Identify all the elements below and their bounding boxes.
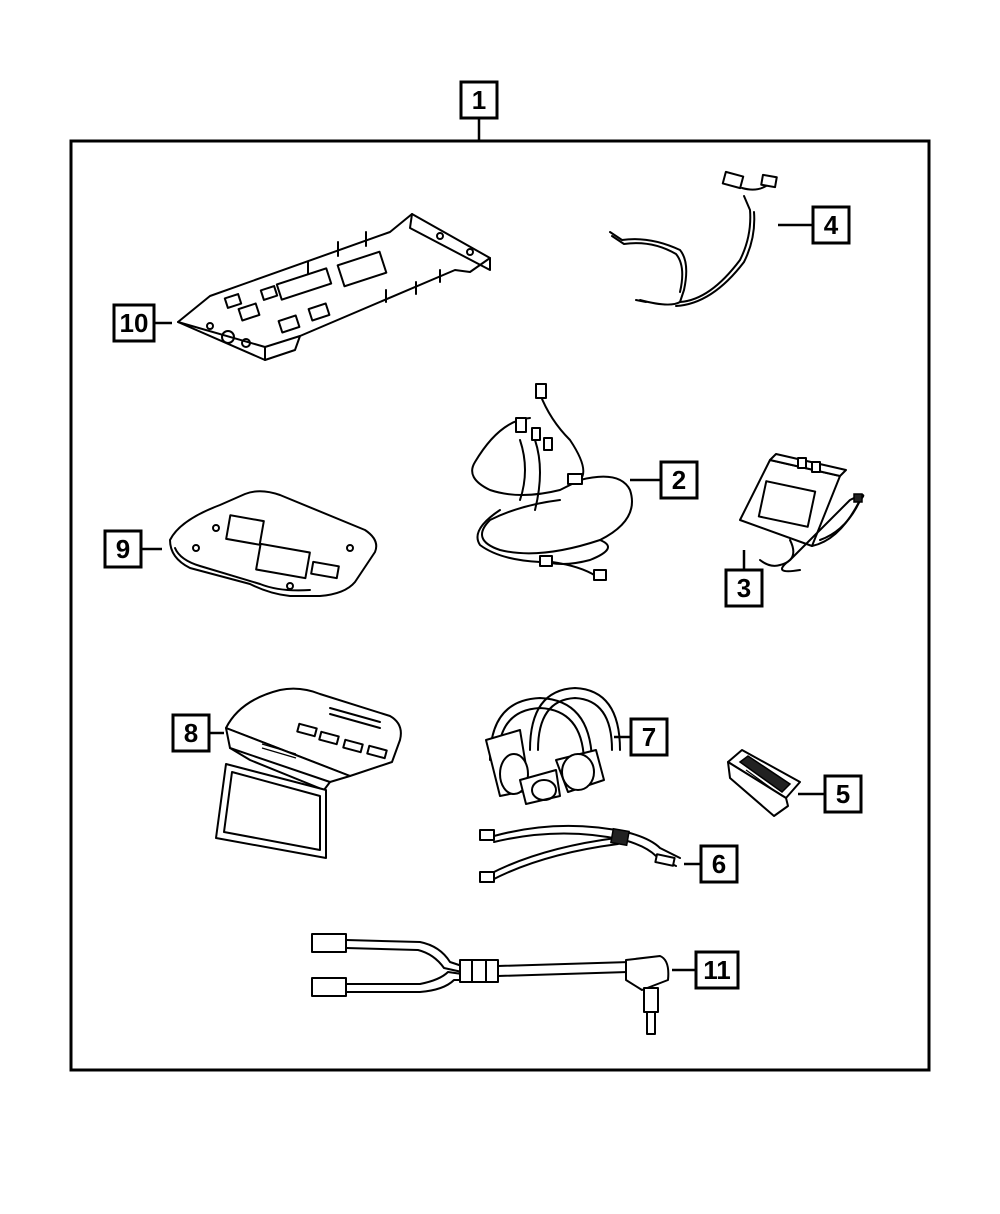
callout-2-label: 2 <box>672 465 686 495</box>
part-overhead-dvd-unit <box>215 687 402 859</box>
callout-1[interactable]: 1 <box>459 80 499 141</box>
callout-10-label: 10 <box>120 308 149 338</box>
callout-5-label: 5 <box>836 779 850 809</box>
callout-11[interactable]: 11 <box>672 950 740 990</box>
callout-10[interactable]: 10 <box>112 303 172 343</box>
part-headphones <box>485 687 621 805</box>
part-audio-splitter <box>311 933 670 1035</box>
callout-9[interactable]: 9 <box>103 529 162 569</box>
callout-5[interactable]: 5 <box>798 774 863 814</box>
callout-1-label: 1 <box>472 85 486 115</box>
assembly-frame <box>69 139 931 1072</box>
callout-3[interactable]: 3 <box>724 550 764 608</box>
part-rca-y-cable <box>479 824 681 883</box>
part-control-module <box>739 453 865 573</box>
callout-9-label: 9 <box>116 534 130 564</box>
callout-11-label: 11 <box>703 955 731 985</box>
part-trim-bezel <box>169 490 378 597</box>
part-video-harness <box>471 383 633 581</box>
callout-8[interactable]: 8 <box>171 713 224 753</box>
callout-7[interactable]: 7 <box>614 717 669 757</box>
callout-8-label: 8 <box>184 718 198 748</box>
callout-4-label: 4 <box>824 210 839 240</box>
callout-2[interactable]: 2 <box>630 460 699 500</box>
part-mounting-bracket <box>177 213 491 361</box>
callout-4[interactable]: 4 <box>778 205 851 245</box>
part-wiring-harness <box>609 170 778 307</box>
callout-6-label: 6 <box>712 849 726 879</box>
part-remote-control <box>727 749 801 817</box>
callout-7-label: 7 <box>642 722 656 752</box>
callout-6[interactable]: 6 <box>684 844 739 884</box>
callout-3-label: 3 <box>737 573 751 603</box>
